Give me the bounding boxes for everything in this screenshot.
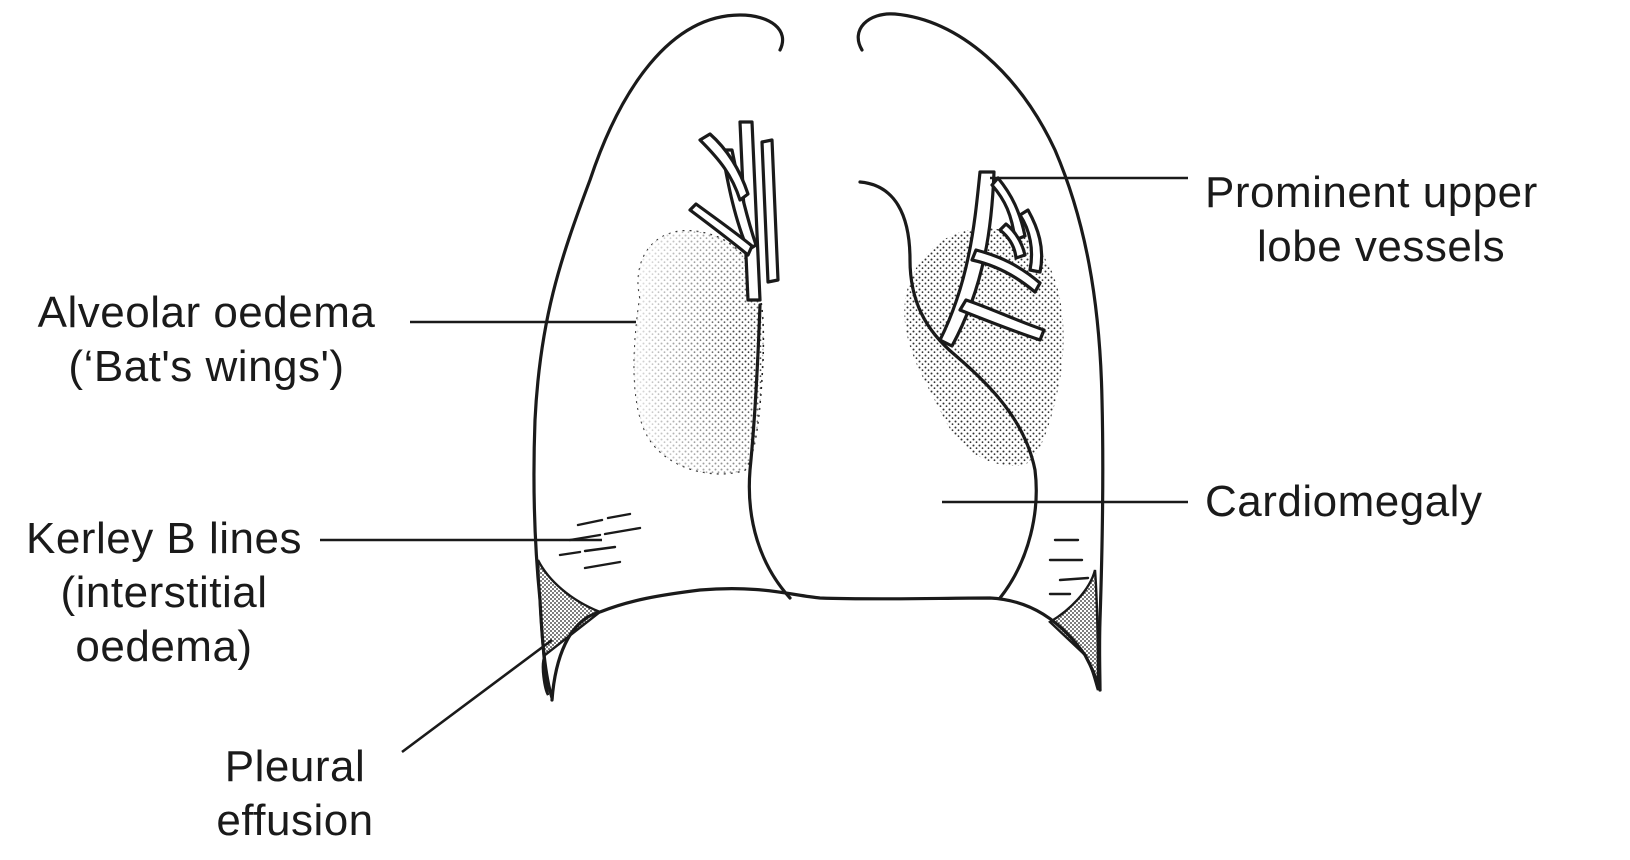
leader-pleural-effusion xyxy=(402,640,552,752)
pleural-effusion-left xyxy=(1050,570,1098,690)
alveolar-oedema-region-right xyxy=(634,231,763,474)
label-kerley-line1: Kerley B lines xyxy=(14,512,314,566)
label-pleural-line1: Pleural xyxy=(195,740,395,794)
kerley-b-lines-left xyxy=(1050,540,1088,594)
diaphragm-outline xyxy=(552,589,1100,700)
label-kerley-b-lines: Kerley B lines (interstitial oedema) xyxy=(14,512,314,674)
label-cardiomegaly-line1: Cardiomegaly xyxy=(1205,475,1482,529)
label-kerley-line3: oedema) xyxy=(14,620,314,674)
label-prominent-upper-lobe-vessels: Prominent upper lobe vessels xyxy=(1205,166,1538,274)
label-alveolar-oedema: Alveolar oedema (‘Bat's wings') xyxy=(14,286,399,394)
label-kerley-line2: (interstitial xyxy=(14,566,314,620)
label-alveolar-oedema-line1: Alveolar oedema xyxy=(14,286,399,340)
label-pleural-effusion: Pleural effusion xyxy=(195,740,395,848)
label-prominent-vessels-line2: lobe vessels xyxy=(1205,220,1538,274)
label-pleural-line2: effusion xyxy=(195,794,395,848)
label-alveolar-oedema-line2: (‘Bat's wings') xyxy=(14,340,399,394)
label-prominent-vessels-line1: Prominent upper xyxy=(1205,166,1538,220)
label-cardiomegaly: Cardiomegaly xyxy=(1205,475,1482,529)
